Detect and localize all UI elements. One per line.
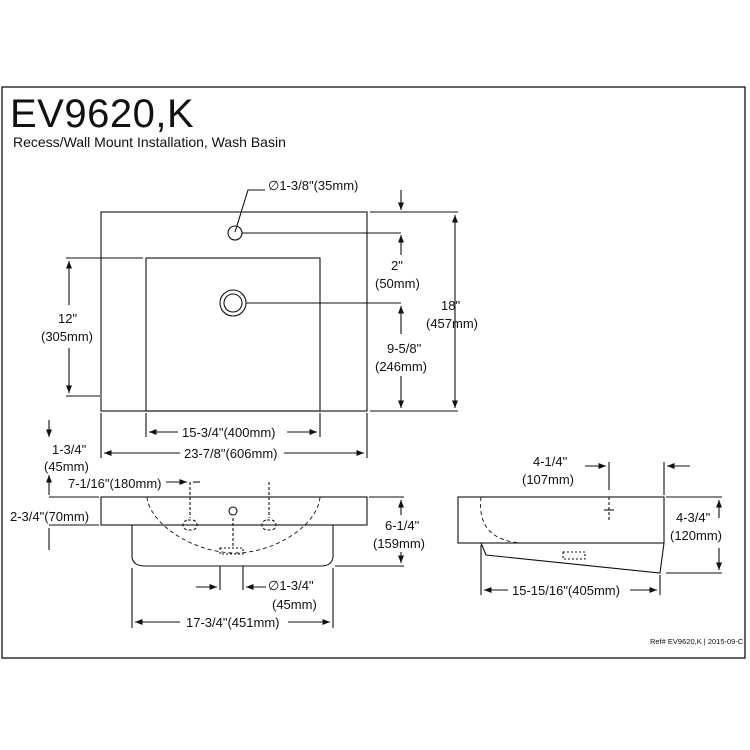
dim-2-3-4: 2-3/4"(70mm): [10, 509, 90, 524]
dim-2in: 2": [391, 258, 403, 273]
dim-15-15-16: 15-15/16"(405mm): [512, 583, 620, 598]
drain-45mm: (45mm): [272, 597, 317, 612]
dim-12in: 12": [58, 311, 78, 326]
side-countertop: [457, 496, 665, 544]
reference-number: Ref# EV9620,K | 2015-09-C: [650, 637, 744, 646]
dim-246mm: (246mm): [375, 359, 428, 374]
dim-107mm: (107mm): [522, 472, 575, 487]
hole-diameter-label: ∅1-3/8"(35mm): [268, 178, 359, 193]
dim-50mm: (50mm): [375, 276, 420, 291]
dim-6-1-4: 6-1/4": [385, 518, 420, 533]
model-subtitle: Recess/Wall Mount Installation, Wash Bas…: [13, 134, 286, 150]
dim-1-3-4: 1-3/4": [52, 442, 87, 457]
dim-4-3-4: 4-3/4": [676, 510, 711, 525]
hidden-bowl: [146, 496, 321, 554]
dim-18in: 18": [441, 298, 461, 313]
dim-45mm-left: (45mm): [44, 459, 89, 474]
dim-120mm: (120mm): [670, 528, 723, 543]
model-title: EV9620,K: [10, 92, 195, 136]
front-bowl: [131, 525, 334, 567]
dim-305mm: (305mm): [41, 329, 94, 344]
sheet-border: [1, 86, 746, 659]
drain-inner: [223, 293, 243, 313]
front-countertop: [100, 496, 368, 526]
faucet-hole: [227, 225, 243, 241]
dim-7-1-16: 7-1/16"(180mm): [68, 476, 162, 491]
side-bowl: [480, 542, 665, 574]
basin-bowl-outline: [145, 257, 321, 412]
dim-9-5-8: 9-5/8": [387, 341, 422, 356]
dim-159mm: (159mm): [373, 536, 426, 551]
dim-457mm: (457mm): [426, 316, 479, 331]
drain-diameter-label: ∅1-3/4": [268, 578, 314, 593]
dim-23-7-8: 23-7/8"(606mm): [184, 446, 278, 461]
dim-17-3-4: 17-3/4"(451mm): [186, 615, 280, 630]
dim-4-1-4: 4-1/4": [533, 454, 568, 469]
dim-15-3-4: 15-3/4"(400mm): [182, 425, 276, 440]
